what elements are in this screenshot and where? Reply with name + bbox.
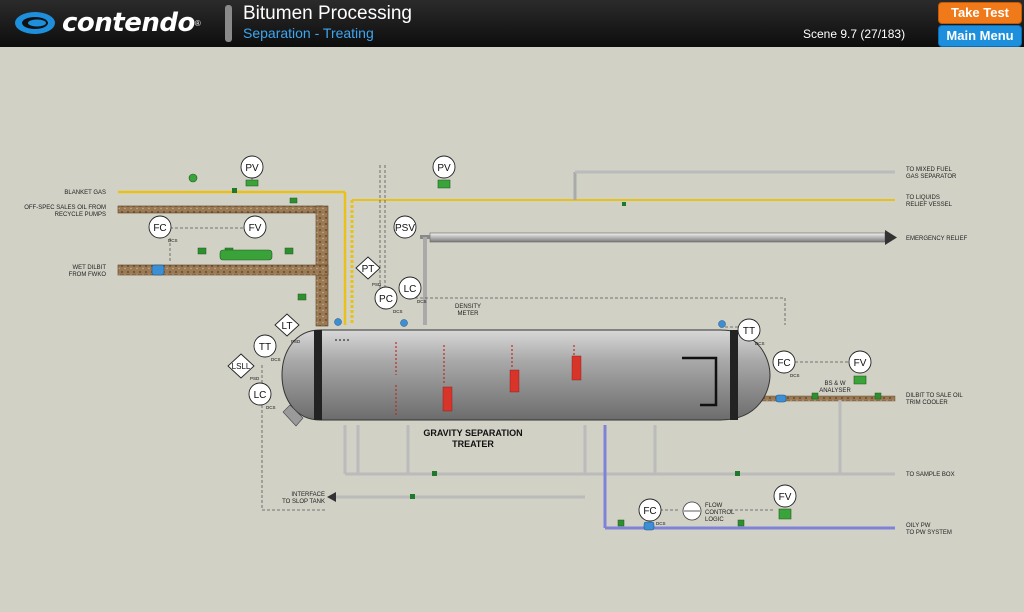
svg-text:DCS: DCS — [755, 341, 765, 346]
stream-interface-line1: INTERFACE — [291, 492, 325, 498]
instrument-lc-top[interactable]: LC DCS — [398, 276, 427, 304]
process-piping — [117, 165, 897, 531]
stream-blanket-gas: BLANKET GAS — [64, 190, 106, 196]
svg-text:PSV: PSV — [395, 223, 415, 234]
svg-text:FC: FC — [777, 358, 790, 369]
gravity-separation-treater[interactable] — [281, 329, 771, 427]
instrument-pv-top-left[interactable]: PV — [240, 155, 264, 179]
svg-text:DCS: DCS — [271, 357, 281, 362]
svg-text:TT: TT — [743, 326, 755, 337]
svg-text:DCS: DCS — [266, 405, 276, 410]
stream-offspec-line2: RECYCLE PUMPS — [55, 212, 106, 218]
stream-emergency-relief: EMERGENCY RELIEF — [906, 236, 968, 242]
instrument-fc-left[interactable]: FC DCS — [148, 215, 178, 243]
svg-text:PT: PT — [362, 264, 375, 275]
stream-mixed-fuel-line2: GAS SEPARATOR — [906, 174, 957, 180]
vessel-label-line1: GRAVITY SEPARATION — [423, 428, 522, 438]
flow-logic-line2: CONTROL — [705, 510, 735, 516]
bsw-analyser-line2: ANALYSER — [819, 388, 851, 394]
stream-liquids-relief-line1: TO LIQUIDS — [906, 195, 940, 201]
stream-wet-dilbit-line1: WET DILBIT — [72, 265, 106, 271]
contendo-logo: contendo ® — [14, 6, 201, 40]
svg-text:FV: FV — [854, 358, 867, 369]
flow-logic-line1: FLOW — [705, 503, 723, 509]
svg-text:FC: FC — [153, 223, 166, 234]
instrument-lsll[interactable]: LSLL PSD — [227, 353, 260, 381]
logo-wordmark: contendo — [62, 8, 195, 38]
svg-text:DCS: DCS — [168, 238, 178, 243]
instrument-fv-right[interactable]: FV — [848, 350, 872, 374]
svg-text:PSD: PSD — [291, 339, 301, 344]
stream-oily-pw-line2: TO PW SYSTEM — [906, 530, 952, 536]
stream-oily-pw-line1: OILY PW — [906, 523, 931, 529]
svg-text:PV: PV — [245, 163, 259, 174]
process-diagram: GRAVITY SEPARATION TREATER BLANKET GAS O… — [24, 155, 968, 536]
instrument-fv-bottom[interactable]: FV — [773, 484, 797, 508]
stream-interface-line2: TO SLOP TANK — [282, 499, 325, 505]
svg-text:DCS: DCS — [656, 521, 666, 526]
header-bar: contendo ® Bitumen Processing Separation… — [0, 0, 1024, 47]
stream-labels: BLANKET GAS OFF-SPEC SALES OIL FROM RECY… — [24, 167, 967, 536]
stream-dilbit-sale-line1: DILBIT TO SALE OIL — [906, 393, 963, 399]
stream-mixed-fuel-line1: TO MIXED FUEL — [906, 167, 953, 173]
instrument-pv-top-right[interactable]: PV — [432, 155, 456, 179]
instrument-lc-left[interactable]: LC DCS — [248, 382, 276, 410]
control-valve-actuators — [188, 173, 867, 520]
main-menu-button[interactable]: Main Menu — [938, 25, 1022, 47]
instrument-psv[interactable]: PSV — [393, 215, 417, 239]
svg-text:TT: TT — [259, 342, 271, 353]
contendo-logo-icon — [15, 12, 55, 34]
svg-text:LC: LC — [404, 284, 417, 295]
flow-control-logic-icon[interactable] — [682, 501, 702, 521]
vessel-label-line2: TREATER — [452, 439, 494, 449]
svg-text:DCS: DCS — [790, 373, 800, 378]
svg-text:LT: LT — [282, 321, 293, 332]
scene-counter: Scene 9.7 (27/183) — [803, 27, 906, 41]
stream-sample-box: TO SAMPLE BOX — [906, 472, 955, 478]
stream-dilbit-sale-line2: TRIM COOLER — [906, 400, 948, 406]
header-divider — [225, 5, 232, 42]
take-test-button[interactable]: Take Test — [938, 2, 1022, 24]
page-subtitle: Separation - Treating — [243, 25, 374, 41]
logo-registered-mark: ® — [194, 18, 201, 28]
instrument-pc[interactable]: PC DCS — [374, 286, 403, 314]
svg-text:PSD: PSD — [372, 282, 382, 287]
svg-text:DCS: DCS — [417, 299, 427, 304]
svg-text:PSD: PSD — [250, 376, 260, 381]
stream-wet-dilbit-line2: FROM FWKO — [69, 272, 107, 278]
instrument-fv-left[interactable]: FV — [243, 215, 267, 239]
svg-text:FV: FV — [779, 492, 792, 503]
flow-logic-line3: LOGIC — [705, 517, 724, 523]
stream-liquids-relief-line2: RELIEF VESSEL — [906, 202, 953, 208]
bsw-analyser-line1: BS & W — [824, 381, 845, 387]
stream-offspec-line1: OFF-SPEC SALES OIL FROM — [24, 205, 106, 211]
instrument-tt-left[interactable]: TT DCS — [253, 334, 281, 362]
svg-text:PC: PC — [379, 294, 393, 305]
instrument-fc-bottom[interactable]: FC DCS — [638, 498, 666, 526]
svg-text:DCS: DCS — [393, 309, 403, 314]
svg-text:PV: PV — [437, 163, 451, 174]
svg-text:FC: FC — [643, 506, 656, 517]
instrument-fc-right[interactable]: FC DCS — [772, 350, 800, 378]
svg-text:LSLL: LSLL — [232, 362, 251, 371]
page-title: Bitumen Processing — [243, 3, 412, 24]
svg-text:LC: LC — [254, 390, 267, 401]
density-meter-line2: METER — [458, 311, 480, 317]
instrument-pt[interactable]: PT PSD — [355, 256, 382, 287]
density-meter-line1: DENSITY — [455, 304, 481, 310]
instrument-lt[interactable]: LT PSD — [274, 313, 301, 344]
svg-text:FV: FV — [249, 223, 262, 234]
instrument-tt-right[interactable]: TT DCS — [737, 318, 765, 346]
